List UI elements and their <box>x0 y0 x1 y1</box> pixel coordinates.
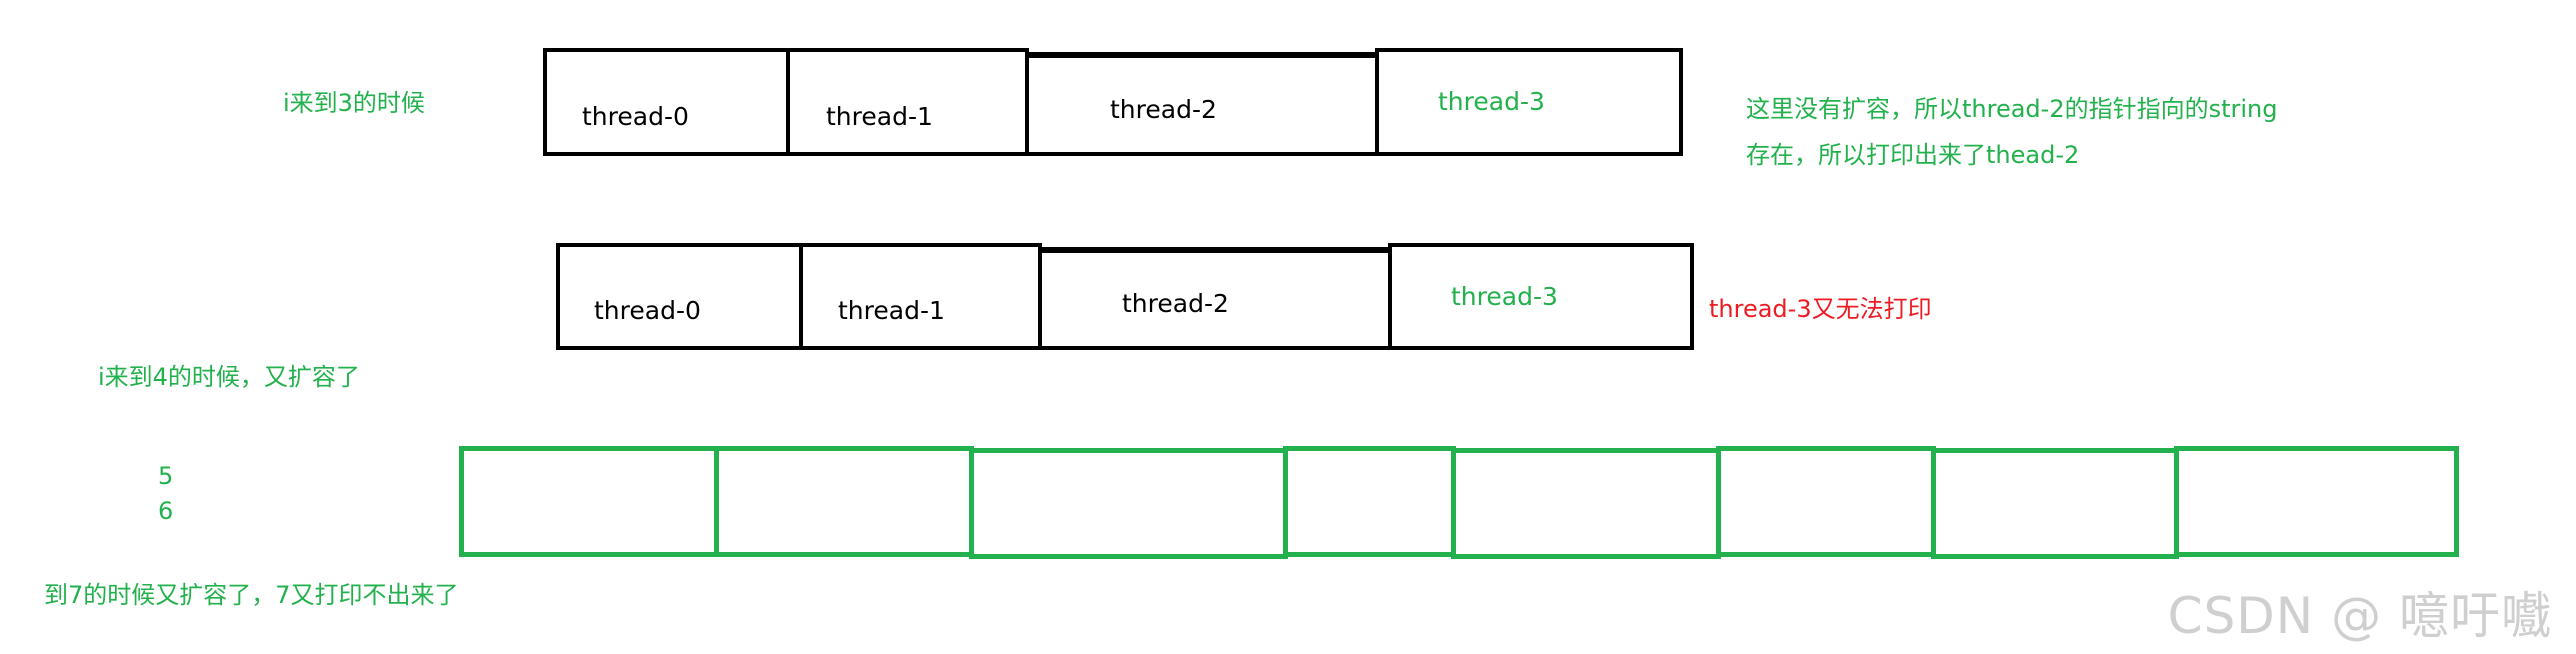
array-row-2-label-2: thread-2 <box>1122 289 1229 318</box>
array-row-1-label-3: thread-3 <box>1438 87 1545 116</box>
array-row-1-label-2: thread-2 <box>1110 95 1217 124</box>
array-row-2-cell-3 <box>1388 243 1694 350</box>
array-row-1-label-1: thread-1 <box>826 102 933 131</box>
annotation-thread3-cannot-print: thread-3又无法打印 <box>1709 295 1932 323</box>
array-row-3-cell-0 <box>459 446 719 557</box>
annotation-number-6: 6 <box>158 497 174 525</box>
array-row-3-cell-6 <box>1931 448 2179 559</box>
array-row-2-label-3: thread-3 <box>1451 282 1558 311</box>
annotation-no-expand-line-2: 存在，所以打印出来了thead-2 <box>1746 141 2080 169</box>
array-row-3-cell-4 <box>1451 448 1721 559</box>
annotation-i-at-3: i来到3的时候 <box>283 89 425 117</box>
array-row-2-label-0: thread-0 <box>594 296 701 325</box>
array-row-2-label-1: thread-1 <box>838 296 945 325</box>
annotation-i-at-4: i来到4的时候，又扩容了 <box>98 363 360 391</box>
annotation-no-expand-line-1: 这里没有扩容，所以thread-2的指针指向的string <box>1746 95 2278 123</box>
array-row-3-cell-5 <box>1716 446 1936 557</box>
array-row-3-cell-1 <box>714 446 974 557</box>
array-row-3-cell-3 <box>1283 446 1456 557</box>
csdn-watermark: CSDN @ 噫吁嚱 <box>2167 587 2552 645</box>
array-row-1-label-0: thread-0 <box>582 102 689 131</box>
annotation-at-7: 到7的时候又扩容了，7又打印不出来了 <box>44 581 459 609</box>
annotation-number-5: 5 <box>158 462 174 490</box>
array-row-3-cell-7 <box>2174 446 2459 557</box>
array-row-1-cell-3 <box>1375 48 1683 156</box>
array-row-3-cell-2 <box>969 448 1288 559</box>
